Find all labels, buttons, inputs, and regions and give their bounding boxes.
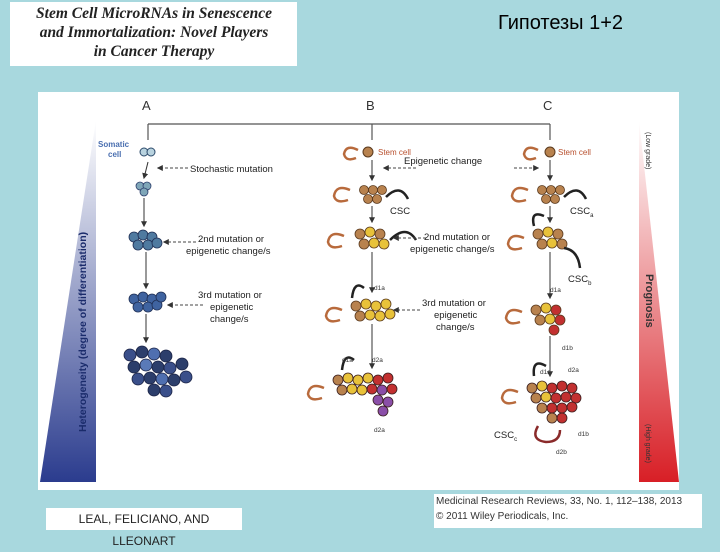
somatic-cell-label-1: Somatic [98, 140, 130, 149]
prognosis-wedge [639, 120, 679, 482]
csc-a-label: CSCa [570, 206, 594, 219]
mutation-3-b-line-1: 3rd mutation or [422, 298, 486, 309]
panel-a-arrows [141, 161, 149, 344]
d1b-c-label: d1b [562, 345, 573, 352]
stochastic-mutation-label: Stochastic mutation [190, 164, 273, 175]
panel-bracket [147, 123, 551, 140]
d1a-c-label: d1a [550, 287, 561, 294]
curved-arrow-b1 [385, 189, 410, 200]
curved-arrow-c2 [531, 213, 545, 227]
heterogeneity-wedge [40, 120, 96, 482]
self-renewal-arrow-b2 [332, 186, 351, 203]
heterogeneity-axis-label: Heterogeneity (degree of differentiation… [77, 232, 89, 432]
csc-b-cluster [359, 185, 387, 204]
d1a-b2-label: d1a [342, 357, 353, 364]
book-title-line-2: and Immortalization: Novel Players [39, 24, 269, 41]
csc-b-label: CSC [390, 206, 410, 217]
self-renewal-arrow-c5 [500, 388, 519, 405]
csc-c-cluster [537, 185, 565, 204]
mutation-3-a-line-2: epigenetic [210, 302, 254, 313]
panel-a-dashed-arrows [156, 165, 203, 308]
d2a-c-label: d2a [568, 367, 579, 374]
tumor-c [526, 380, 582, 424]
mutation-3-a-line-3: change/s [210, 314, 249, 325]
book-title-box: Stem Cell MicroRNAs in Senescence and Im… [10, 2, 297, 66]
clone-b2 [354, 226, 390, 250]
d1a-b-label: d1a [374, 285, 385, 292]
hypothesis-diagram: Heterogeneity (degree of differentiation… [40, 98, 679, 482]
stem-cell-b [362, 146, 374, 158]
stem-cell-c-label: Stem cell [558, 148, 591, 157]
mutation-3-a-line-1: 3rd mutation or [198, 290, 262, 301]
panel-b-dashed-arrows [382, 165, 426, 313]
mutation-2-b-line-2: epigenetic change/s [410, 244, 495, 255]
authors-credit: LEAL, FELICIANO, AND LLEONART [46, 508, 242, 548]
self-renewal-arrow-b3 [326, 232, 345, 249]
curved-arrow-c4 [532, 362, 547, 377]
clone-c3 [530, 302, 566, 336]
d1b-c2-label: d1b [578, 431, 589, 438]
stem-cell-c [544, 146, 556, 158]
low-grade-label: (Low grade) [644, 132, 651, 169]
curved-arrow-b2 [389, 230, 418, 241]
book-title-line-3: in Cancer Therapy [93, 43, 215, 60]
curved-arrow-b3 [350, 284, 365, 299]
journal-citation: Medicinal Research Reviews, 33, No. 1, 1… [436, 496, 683, 507]
mutation-3-b-line-2: epigenetic [434, 310, 478, 321]
clone-b3 [350, 298, 396, 322]
csc-c-subscript: c [514, 437, 517, 443]
self-renewal-arrow-c2 [510, 186, 529, 203]
csc-c-text: CSC [494, 430, 514, 441]
curved-arrow-c1 [563, 189, 588, 200]
csc-a-subscript: a [590, 213, 594, 219]
epigenetic-change-label: Epigenetic change [404, 156, 482, 167]
clone-a3 [128, 291, 167, 313]
journal-credit: Medicinal Research Reviews, 33, No. 1, 1… [434, 494, 702, 528]
copyright-notice: © 2011 Wiley Periodicals, Inc. [436, 511, 569, 522]
csc-b2-text: CSC [568, 274, 588, 285]
curved-arrow-c5 [534, 425, 562, 444]
book-title-line-1: Stem Cell MicroRNAs in Senescence [36, 5, 272, 22]
tumor-a [123, 345, 193, 398]
self-renewal-arrow-c4 [504, 308, 523, 325]
somatic-cell-label-2: cell [108, 150, 121, 159]
d2b-c-label: d2b [556, 449, 567, 456]
curved-arrow-b4 [340, 356, 355, 371]
self-renewal-arrow-b5 [306, 384, 325, 401]
mutation-2-b-line-1: 2nd mutation or [424, 232, 490, 243]
csc-b2-subscript: b [588, 281, 592, 287]
clone-a2 [128, 229, 163, 251]
csc-b2-label: CSCb [568, 274, 592, 287]
curved-arrow-c3 [563, 246, 582, 269]
d2a-b-label: d2a [372, 357, 383, 364]
csc-a-text: CSC [570, 206, 590, 217]
panel-a-label: A [142, 98, 151, 113]
panel-b-label: B [366, 98, 375, 113]
d2a-b2-label: d2a [374, 427, 385, 434]
somatic-cells [139, 147, 156, 157]
mutation-2-a-line-2: epigenetic change/s [186, 246, 271, 257]
panel-c-label: C [543, 98, 552, 113]
slide-title: Гипотезы 1+2 [498, 12, 624, 34]
self-renewal-arrow-c [522, 146, 539, 161]
tumor-b [332, 372, 398, 417]
d1a-c2-label: d1a [540, 369, 551, 376]
clone-a1 [135, 181, 152, 197]
high-grade-label: (High grade) [644, 424, 651, 463]
csc-c-label: CSCc [494, 430, 517, 443]
clone-c2 [532, 226, 568, 250]
self-renewal-arrow-c3 [506, 234, 525, 251]
mutation-3-b-line-3: change/s [436, 322, 475, 333]
figure-panel: Heterogeneity (degree of differentiation… [38, 92, 679, 490]
self-renewal-arrow-b [342, 146, 359, 161]
mutation-2-a-line-1: 2nd mutation or [198, 234, 264, 245]
stem-cell-b-label: Stem cell [378, 148, 411, 157]
prognosis-axis-label: Prognosis [643, 274, 655, 328]
self-renewal-arrow-b4 [324, 306, 343, 323]
